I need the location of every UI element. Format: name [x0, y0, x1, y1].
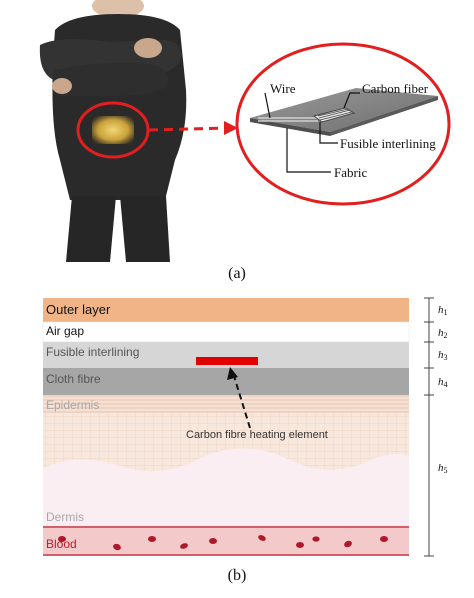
heating-arrow — [233, 375, 251, 429]
layer-air-gap — [42, 321, 410, 343]
leader-lines — [264, 92, 360, 173]
label-dermis: Dermis — [46, 510, 84, 524]
label-blood: Blood — [46, 537, 77, 551]
layer-cloth — [43, 368, 409, 395]
height-h5: h5 — [438, 462, 448, 475]
label-carbon-fiber: Carbon fiber — [362, 81, 429, 96]
label-fusible-layer: Fusible interlining — [46, 345, 140, 359]
label-cloth-fibre: Cloth fibre — [46, 372, 101, 386]
person-figure — [39, 0, 187, 262]
heating-element — [196, 357, 258, 365]
caption-b: (b) — [227, 567, 247, 584]
layer-blood — [43, 526, 409, 556]
dimension-bars — [424, 297, 434, 557]
label-heating-element: Carbon fibre heating element — [186, 429, 328, 441]
callout-arrow — [148, 126, 227, 132]
height-h1: h1 — [438, 304, 448, 317]
label-air-gap: Air gap — [46, 324, 85, 338]
panel-a-illustration — [39, 0, 451, 262]
caption-a: (a) — [228, 265, 246, 282]
label-outer-layer: Outer layer — [46, 302, 111, 317]
height-h3: h3 — [438, 349, 448, 362]
label-epidermis: Epidermis — [46, 398, 100, 412]
panel-b-diagram — [42, 297, 434, 557]
height-h4: h4 — [438, 376, 448, 389]
fabric-sheet — [250, 88, 438, 136]
label-fusible-interlining: Fusible interlining — [340, 136, 436, 151]
layer-outer — [43, 298, 409, 322]
highlight-ellipse — [76, 101, 150, 159]
height-h2: h2 — [438, 327, 448, 340]
layer-dermis — [43, 448, 409, 526]
label-fabric: Fabric — [334, 165, 368, 180]
label-wire: Wire — [270, 81, 296, 96]
